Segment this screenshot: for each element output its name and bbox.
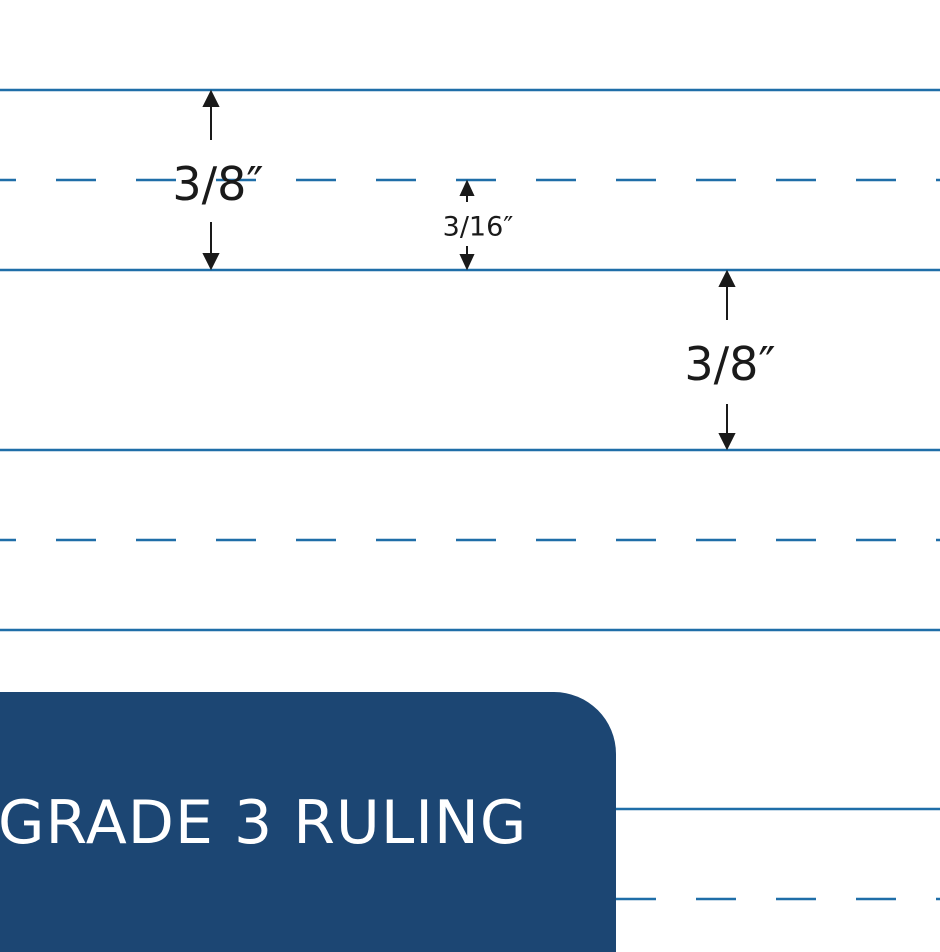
arrow-up-icon [202, 89, 220, 140]
banner-title: GRADE 3 RULING [0, 788, 528, 858]
arrow-down-icon [202, 222, 220, 271]
title-banner [0, 692, 616, 952]
measurement-label: 3/8″ [172, 157, 264, 211]
arrow-down-icon [718, 404, 736, 451]
measurement-label: 3/16″ [442, 211, 514, 243]
measurement-label: 3/8″ [684, 337, 776, 391]
arrow-up-icon [718, 269, 736, 320]
arrow-up-icon [459, 179, 475, 202]
arrow-down-icon [459, 246, 475, 271]
